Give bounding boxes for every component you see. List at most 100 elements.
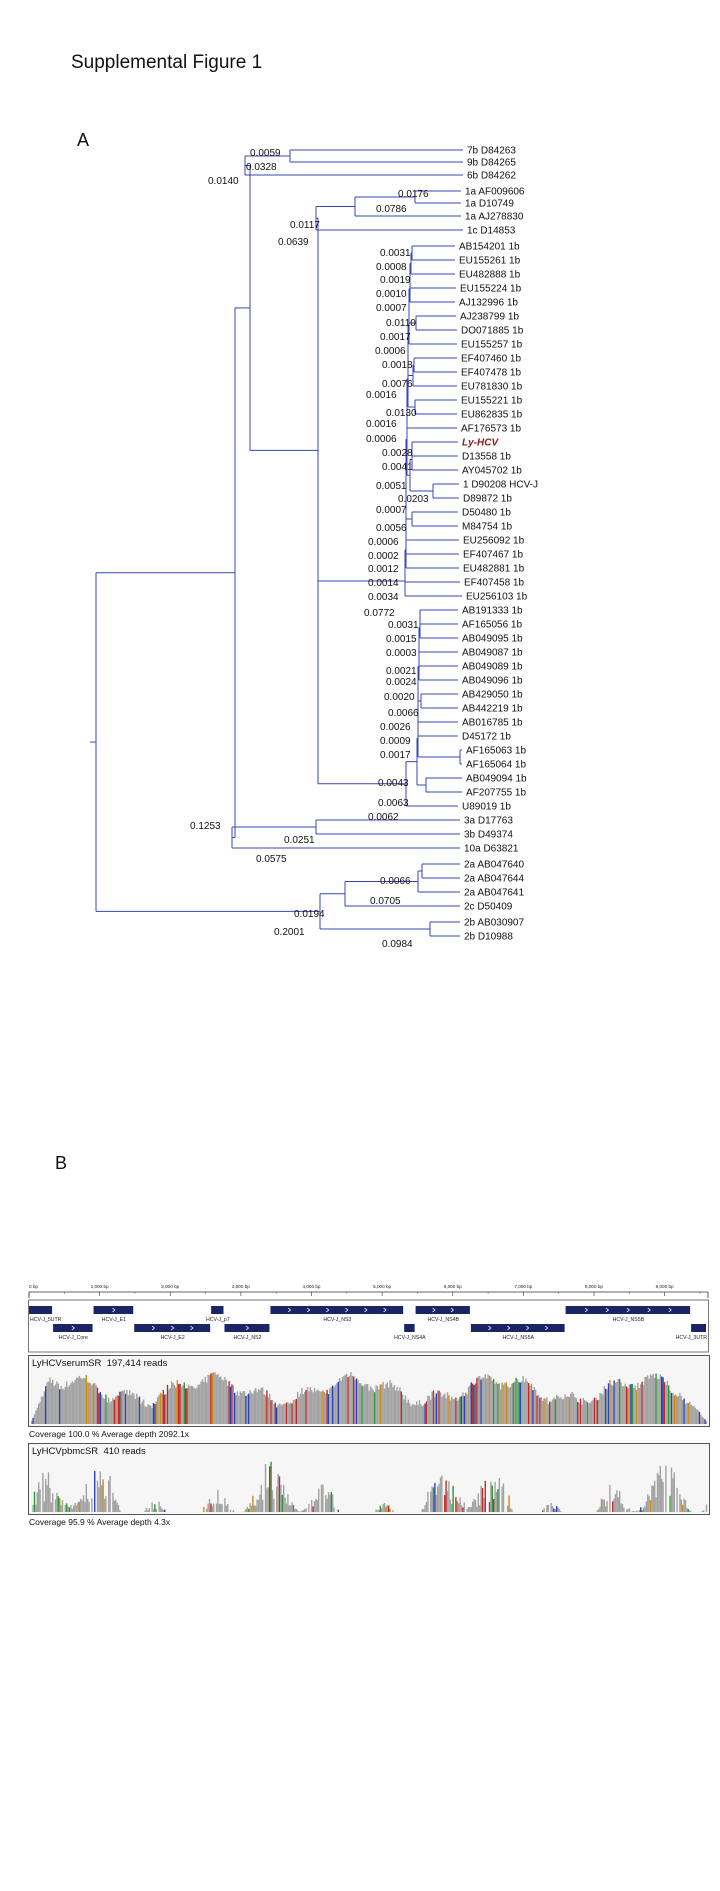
- coverage-bar: [599, 1506, 601, 1512]
- coverage-bar: [522, 1375, 524, 1424]
- coverage-bar: [316, 1389, 318, 1424]
- coverage-bar: [425, 1501, 428, 1512]
- coverage-bar: [84, 1501, 86, 1512]
- coverage-bar: [364, 1384, 366, 1424]
- coverage-bar: [544, 1398, 547, 1424]
- branch-length-label: 0.0007: [376, 505, 407, 516]
- coverage-bar: [497, 1489, 499, 1512]
- coverage-bar: [574, 1397, 576, 1424]
- coverage-bar: [614, 1494, 617, 1512]
- coverage-bar: [42, 1396, 44, 1424]
- coverage-bar: [151, 1502, 153, 1512]
- coverage-bar: [585, 1401, 587, 1424]
- coverage-bar: [368, 1390, 370, 1424]
- coverage-bar: [332, 1385, 334, 1424]
- tree-leaf-label: AF207755 1b: [466, 788, 526, 799]
- branch-length-label: 0.0076: [382, 379, 413, 390]
- coverage-bar: [220, 1503, 222, 1512]
- coverage-bar: [631, 1511, 633, 1512]
- branch-length-label: 0.0006: [368, 537, 399, 548]
- coverage-bar: [57, 1496, 59, 1512]
- coverage-bar: [652, 1373, 654, 1424]
- coverage-bar: [631, 1383, 633, 1424]
- coverage-bar: [105, 1496, 107, 1512]
- coverage-bar: [463, 1502, 465, 1512]
- coverage-bar: [642, 1507, 645, 1512]
- coverage-bar: [375, 1509, 377, 1512]
- coverage-bar: [609, 1484, 611, 1512]
- branch-length-label: 0.0786: [376, 204, 407, 215]
- coverage-bar: [375, 1385, 377, 1424]
- coverage-bar: [112, 1397, 114, 1424]
- coverage-bar: [276, 1486, 278, 1512]
- coverage-bar: [61, 1500, 64, 1512]
- coverage-bar: [392, 1510, 394, 1512]
- coverage-bar: [446, 1392, 449, 1424]
- strand-arrow-icon: [383, 1307, 387, 1313]
- ruler-tick-label: 0 bp: [29, 1284, 38, 1289]
- track-name-serum: LyHCVserumSR: [32, 1358, 102, 1369]
- coverage-bar: [449, 1499, 451, 1512]
- coverage-bar: [59, 1498, 61, 1512]
- coverage-bar: [264, 1395, 267, 1424]
- tree-leaf-label: 2a AB047641: [464, 888, 524, 899]
- coverage-bar: [61, 1388, 64, 1424]
- coverage-bar: [187, 1384, 190, 1424]
- coverage-bar: [565, 1396, 568, 1424]
- coverage-bar: [493, 1498, 495, 1512]
- coverage-bar: [561, 1399, 563, 1424]
- coverage-bar: [507, 1505, 509, 1512]
- coverage-bar: [327, 1492, 330, 1512]
- coverage-bar: [641, 1510, 643, 1512]
- gene-label: HCV-J_Core: [59, 1335, 88, 1341]
- coverage-bar: [285, 1503, 288, 1512]
- coverage-bar: [165, 1393, 167, 1424]
- coverage-bar: [479, 1376, 481, 1424]
- coverage-bar: [159, 1392, 162, 1424]
- coverage-bar: [469, 1507, 471, 1512]
- coverage-bar: [549, 1401, 551, 1424]
- tree-leaf-label: 1 D90208 HCV-J: [463, 480, 538, 491]
- coverage-bar: [390, 1382, 393, 1424]
- coverage-bar: [329, 1388, 331, 1424]
- coverage-bar: [683, 1398, 685, 1424]
- coverage-bar: [670, 1392, 673, 1424]
- coverage-bar: [267, 1397, 269, 1424]
- coverage-bar: [75, 1505, 78, 1512]
- coverage-bar: [500, 1389, 502, 1424]
- branch-length-label: 0.0130: [386, 408, 417, 419]
- coverage-bar: [59, 1389, 61, 1424]
- coverage-bar: [189, 1386, 191, 1424]
- coverage-bar: [612, 1501, 614, 1512]
- coverage-bar: [605, 1388, 607, 1424]
- strand-arrow-icon: [488, 1325, 492, 1331]
- coverage-bar: [231, 1384, 233, 1424]
- coverage-bar: [273, 1404, 275, 1424]
- coverage-bar: [402, 1394, 404, 1424]
- gene-block: [93, 1306, 134, 1314]
- coverage-bar: [581, 1404, 583, 1424]
- tree-leaf-label: 9b D84265: [467, 158, 516, 169]
- coverage-bar: [445, 1480, 447, 1512]
- coverage-bar: [200, 1381, 202, 1424]
- coverage-bar: [661, 1376, 663, 1424]
- coverage-bar: [456, 1501, 458, 1512]
- branch-length-label: 0.0639: [278, 237, 309, 248]
- coverage-bar: [572, 1393, 575, 1424]
- coverage-note-pbmc: Coverage 95.9 % Average depth 4.3x: [29, 1517, 171, 1527]
- coverage-bar: [322, 1484, 324, 1512]
- coverage-bar: [103, 1498, 106, 1512]
- coverage-bar: [665, 1465, 667, 1512]
- coverage-bar: [280, 1404, 282, 1424]
- coverage-bar: [190, 1385, 192, 1424]
- coverage-bar: [330, 1491, 332, 1512]
- coverage-bar: [60, 1505, 62, 1512]
- coverage-bar: [542, 1510, 544, 1512]
- coverage-bar: [264, 1464, 267, 1512]
- branch-length-label: 0.0140: [208, 176, 239, 187]
- coverage-bar: [703, 1510, 705, 1512]
- coverage-bar: [290, 1505, 292, 1512]
- coverage-bar: [260, 1387, 262, 1424]
- coverage-bar: [493, 1378, 495, 1424]
- coverage-bar: [684, 1499, 687, 1512]
